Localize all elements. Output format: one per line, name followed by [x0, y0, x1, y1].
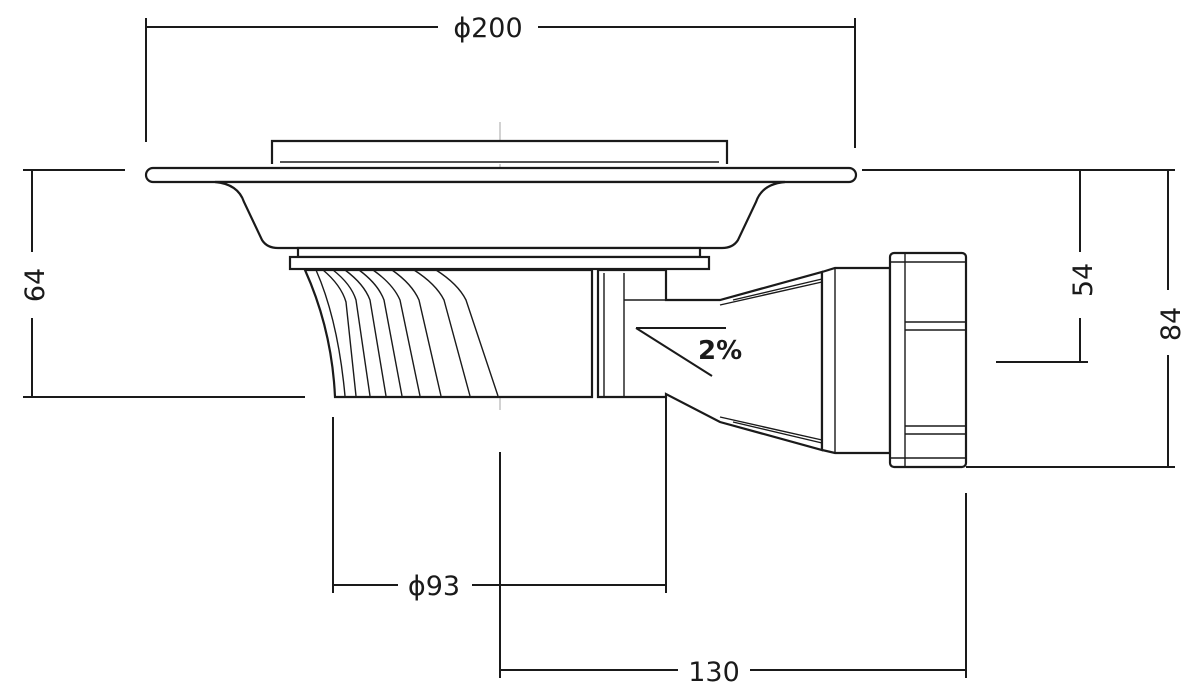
dimension-flange-diameter: ϕ200: [145, 13, 856, 148]
grate-cover: [270, 139, 729, 164]
dimension-outlet-length: 130: [499, 452, 967, 688]
dimension-height-left: 64: [20, 169, 305, 398]
trap-ribs: [315, 269, 499, 397]
outlet-collar: [820, 266, 892, 455]
outlet-center-height-label: 54: [1068, 263, 1099, 297]
collar-ring-lower: [288, 255, 711, 271]
union-nut: [888, 251, 968, 469]
collar-ring-upper: [296, 246, 702, 259]
flange-diameter-label: ϕ200: [453, 13, 522, 44]
funnel-bowl: [214, 180, 786, 250]
dimension-body-diameter: ϕ93: [332, 397, 667, 602]
flange-plate: [144, 166, 858, 184]
slope-indicator: 2%: [635, 327, 742, 377]
slope-label: 2%: [698, 336, 742, 366]
body-diameter-label: ϕ93: [408, 571, 460, 602]
trap-body: [303, 268, 594, 399]
height-left-label: 64: [20, 268, 51, 302]
dimension-height-right: 84: [966, 170, 1187, 468]
dimension-outlet-center-height: 54: [862, 169, 1175, 363]
drain-body: 2%: [144, 139, 968, 469]
outlet-length-label: 130: [688, 657, 740, 688]
height-right-label: 84: [1156, 307, 1187, 341]
